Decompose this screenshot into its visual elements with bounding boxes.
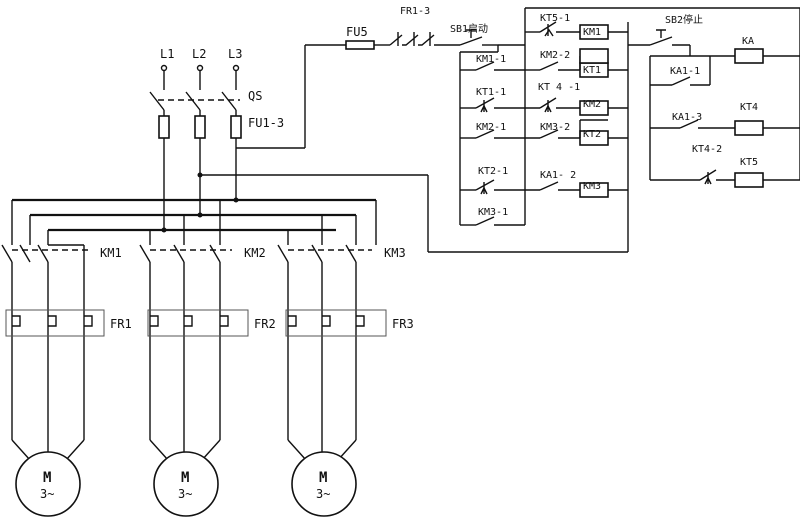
label-coil-kt4: KT4 bbox=[740, 102, 758, 113]
motor-2-phase: 3~ bbox=[178, 487, 192, 501]
label-fu1-3: FU1-3 bbox=[248, 116, 284, 130]
coil-km1-aux bbox=[579, 48, 609, 64]
label-ka1-2: KA1- 2 bbox=[540, 170, 576, 181]
label-kt5-1: KT5-1 bbox=[540, 13, 570, 24]
motor-1-symbol: M bbox=[43, 470, 51, 486]
label-km3: KM3 bbox=[384, 246, 406, 260]
label-fu5: FU5 bbox=[346, 25, 368, 39]
label-km1-1: KM1-1 bbox=[476, 54, 506, 65]
fuse-fu1-3 bbox=[158, 115, 242, 139]
overload-fr1 bbox=[5, 309, 105, 337]
coil-kt5 bbox=[734, 172, 764, 188]
label-km2: KM2 bbox=[244, 246, 266, 260]
rung-km3: KT2-1 KA1- 2 KM3 bbox=[460, 166, 628, 198]
label-ka1-1: KA1-1 bbox=[670, 66, 700, 77]
label-sb2: SB2停止 bbox=[665, 13, 703, 26]
control-circuit: FU5 FR1-3 SB1启动 bbox=[197, 6, 800, 253]
label-fr1: FR1 bbox=[110, 317, 132, 331]
stop-section: SB2停止 KA KA1-1 KA1-3 KT4 bbox=[628, 8, 800, 188]
motor-branch-1: KM1 FR1 M 3~ bbox=[1, 244, 132, 517]
rung-km1: KT5-1 KM1 bbox=[525, 13, 628, 40]
label-l1: L1 bbox=[160, 47, 174, 61]
label-km1: KM1 bbox=[100, 246, 122, 260]
label-coil-km2: KM2 bbox=[583, 99, 601, 110]
label-km2-1: KM2-1 bbox=[476, 122, 506, 133]
label-coil-kt5: KT5 bbox=[740, 157, 758, 168]
overload-fr2 bbox=[147, 309, 249, 337]
label-fr2: FR2 bbox=[254, 317, 276, 331]
terminal-l2 bbox=[196, 64, 204, 72]
label-coil-kt2: KT2 bbox=[583, 129, 601, 140]
start-button-sb1 bbox=[442, 29, 498, 46]
fuse-fu5 bbox=[345, 40, 375, 50]
rung-kt1: KM1-1 KM2-2 KT1 bbox=[460, 48, 628, 78]
motor-branch-2: KM2 FR2 M 3~ bbox=[139, 244, 276, 517]
motor-3-phase: 3~ bbox=[316, 487, 330, 501]
label-kt2-1: KT2-1 bbox=[478, 166, 508, 177]
terminal-l3 bbox=[232, 64, 240, 72]
label-coil-kt1: KT1 bbox=[583, 65, 601, 76]
label-kt4-2: KT4-2 bbox=[692, 144, 722, 155]
label-l2: L2 bbox=[192, 47, 206, 61]
label-km2-2: KM2-2 bbox=[540, 50, 570, 61]
label-fr3: FR3 bbox=[392, 317, 414, 331]
motor-2 bbox=[153, 451, 219, 517]
terminal-l1 bbox=[160, 64, 168, 72]
power-buses bbox=[11, 197, 377, 245]
label-ka1-3: KA1-3 bbox=[672, 112, 702, 123]
coil-kt4 bbox=[734, 120, 764, 136]
power-supply: L1 L2 L3 QS FU1-3 bbox=[149, 47, 284, 230]
label-l3: L3 bbox=[228, 47, 242, 61]
motor-3-symbol: M bbox=[319, 470, 327, 486]
label-coil-ka: KA bbox=[742, 36, 754, 47]
rung-km2: KT1-1 KT 4 -1 KM2 bbox=[460, 82, 628, 116]
coil-ka bbox=[734, 48, 764, 64]
label-coil-km1: KM1 bbox=[583, 27, 601, 38]
label-kt1-1: KT1-1 bbox=[476, 87, 506, 98]
label-sb1: SB1启动 bbox=[450, 22, 488, 35]
rung-kt2: KM2-1 KM3-2 KT2 bbox=[460, 119, 628, 146]
motor-branch-3: KM3 FR3 M 3~ bbox=[277, 244, 414, 517]
qs-switch bbox=[149, 91, 240, 111]
rung-km3-seal: KM3-1 bbox=[460, 207, 525, 226]
motor-2-symbol: M bbox=[181, 470, 189, 486]
motor-3 bbox=[291, 451, 357, 517]
label-kt4-1: KT 4 -1 bbox=[538, 82, 580, 93]
motor-1-phase: 3~ bbox=[40, 487, 54, 501]
motor-1 bbox=[15, 451, 81, 517]
label-coil-km3: KM3 bbox=[583, 181, 601, 192]
fr-contacts bbox=[389, 32, 442, 46]
overload-fr3 bbox=[285, 309, 387, 337]
label-km3-1: KM3-1 bbox=[478, 207, 508, 218]
label-fr1-3: FR1-3 bbox=[400, 6, 430, 17]
label-km3-2: KM3-2 bbox=[540, 122, 570, 133]
label-qs: QS bbox=[248, 89, 262, 103]
